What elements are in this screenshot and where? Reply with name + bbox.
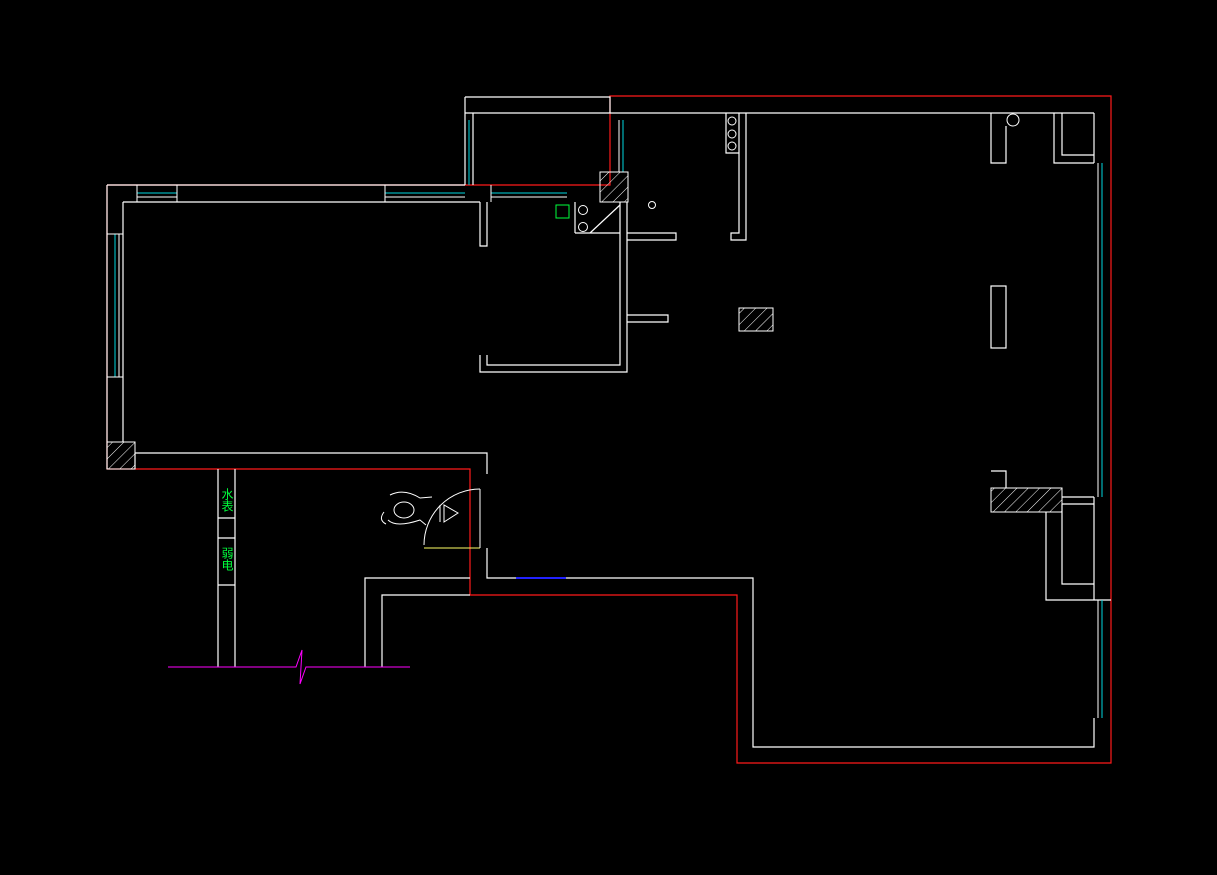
column-hatch-icon	[990, 487, 1063, 513]
low-voltage-box-label: 弱电	[220, 547, 234, 571]
break-line	[168, 649, 410, 685]
drain-icon	[648, 201, 656, 209]
gas-meter-icon	[555, 204, 570, 219]
stove-burner-icon	[578, 222, 588, 232]
entrance-door	[423, 488, 566, 579]
drain-icon	[1006, 113, 1020, 127]
stove-burner-icon	[727, 116, 737, 126]
column-hatch-icon	[106, 441, 136, 470]
person-symbol-icon	[380, 491, 459, 526]
property-boundary	[106, 95, 1112, 764]
columns	[106, 171, 1063, 513]
water-meter-label: 水表	[220, 488, 234, 512]
walls	[106, 96, 1111, 748]
fixtures	[555, 113, 1020, 232]
column-hatch-icon	[599, 171, 629, 203]
stove-burner-icon	[578, 205, 588, 215]
windows	[107, 120, 1103, 718]
column-hatch-icon	[738, 307, 774, 332]
stove-burner-icon	[727, 129, 737, 139]
stove-burner-icon	[727, 141, 737, 151]
